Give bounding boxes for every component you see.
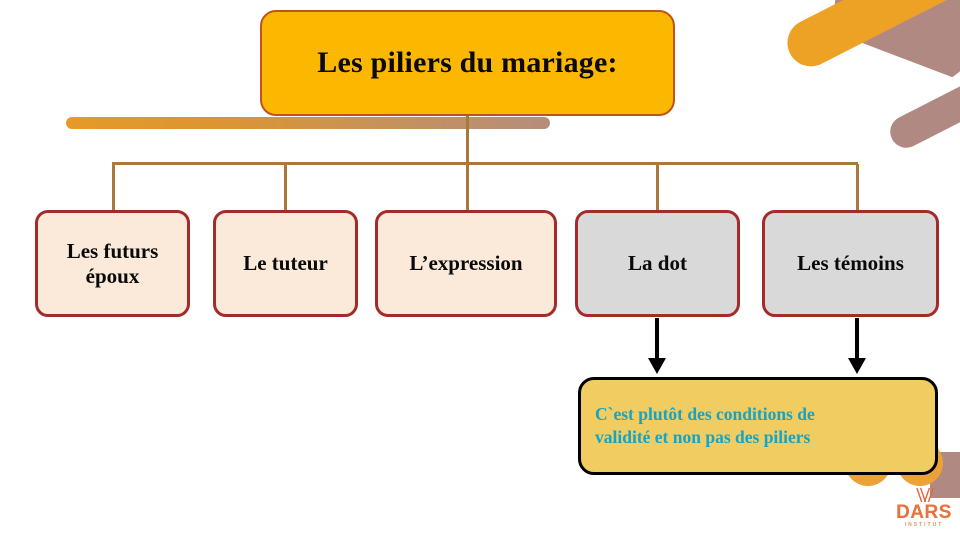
pillar-label: Les futurs époux (66, 238, 159, 288)
connector-drop-5 (856, 164, 859, 212)
connector-horizontal-bar (112, 162, 858, 165)
pillar-label: L’expression (409, 251, 523, 276)
arrow-head-la-dot (648, 358, 666, 374)
dars-logo: \\// DARS INSTITUT (893, 483, 955, 538)
connector-drop-4 (656, 164, 659, 212)
callout-text: C`est plutôt des conditions de validité … (595, 403, 815, 449)
slide-title: Les piliers du mariage: (317, 46, 618, 79)
logo-mark-icon: \\// (916, 483, 933, 507)
connector-drop-2 (284, 164, 287, 212)
pillar-box-lexpression[interactable]: L’expression (375, 210, 557, 317)
callout-box: C`est plutôt des conditions de validité … (578, 377, 938, 475)
arrow-shaft-les-temoins (855, 318, 859, 364)
connector-drop-1 (112, 164, 115, 212)
connector-stem (466, 110, 469, 164)
logo-subtitle: INSTITUT (904, 522, 944, 528)
pillar-label: La dot (628, 251, 687, 276)
pillar-box-les-temoins[interactable]: Les témoins (762, 210, 939, 317)
title-box: Les piliers du mariage: (260, 10, 675, 116)
pillar-box-les-futurs-epoux[interactable]: Les futurs époux (35, 210, 190, 317)
logo-wordmark: DARS (893, 503, 955, 522)
pillar-label: Le tuteur (243, 251, 328, 276)
pillar-label: Les témoins (797, 251, 904, 276)
pillar-box-le-tuteur[interactable]: Le tuteur (213, 210, 358, 317)
callout-line-2: validité et non pas des piliers (595, 427, 811, 447)
pillar-box-la-dot[interactable]: La dot (575, 210, 740, 317)
arrow-head-les-temoins (848, 358, 866, 374)
title-underline-bar (66, 117, 550, 129)
arrow-shaft-la-dot (655, 318, 659, 364)
connector-drop-3 (466, 164, 469, 212)
callout-line-1: C`est plutôt des conditions de (595, 403, 815, 424)
